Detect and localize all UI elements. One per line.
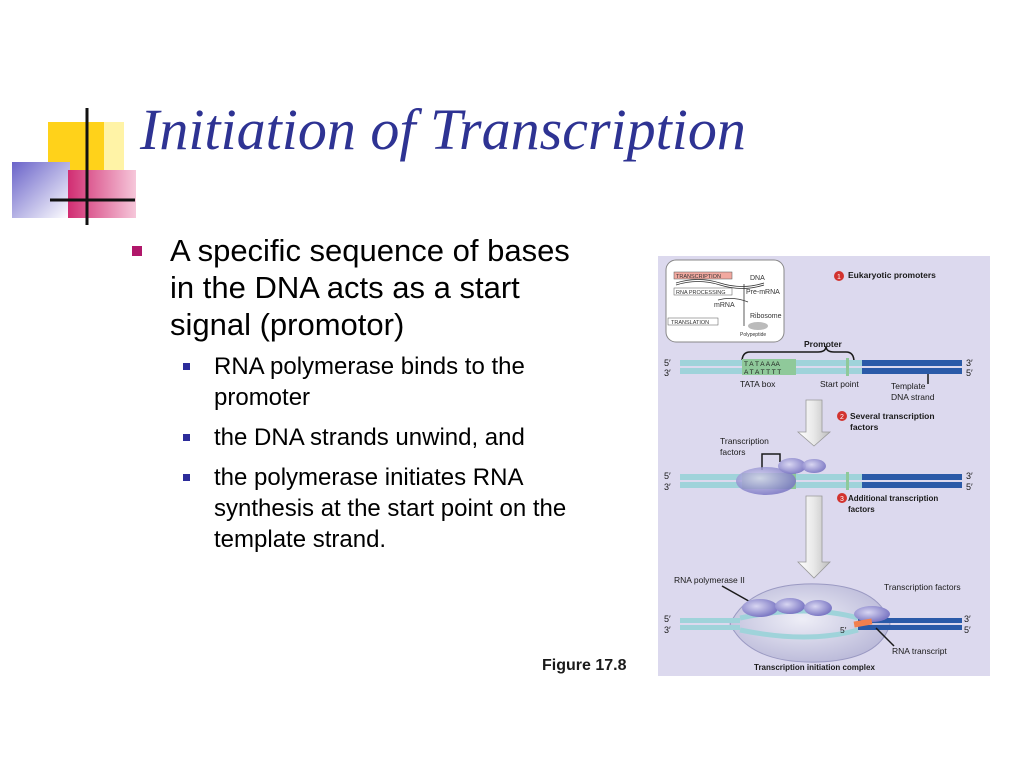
sub-bullet-1: RNA polymerase binds to the promoter bbox=[130, 351, 570, 413]
sub-bullet-2: the DNA strands unwind, and bbox=[130, 422, 570, 453]
tata-box-label: TATA box bbox=[740, 379, 776, 389]
svg-text:3′: 3′ bbox=[664, 368, 671, 378]
overview-dna: DNA bbox=[750, 275, 765, 282]
decorative-corner-graphic bbox=[12, 108, 136, 225]
down-arrow-2 bbox=[797, 495, 831, 579]
step3-label-1: Additional transcription bbox=[848, 494, 938, 503]
start-point-label: Start point bbox=[820, 379, 859, 389]
step2-label-2: factors bbox=[850, 422, 879, 432]
transcription-factor-blob bbox=[736, 467, 796, 495]
initiation-complex bbox=[680, 583, 962, 663]
svg-text:3′: 3′ bbox=[966, 471, 973, 481]
svg-text:3′: 3′ bbox=[964, 614, 971, 624]
step3-label-2: factors bbox=[848, 505, 875, 514]
svg-text:1: 1 bbox=[837, 274, 841, 281]
step1-number-badge bbox=[834, 271, 844, 281]
dna-duplex-1: T A T A A AA A T A T T T T bbox=[680, 358, 962, 376]
down-arrow-1 bbox=[796, 399, 832, 447]
svg-text:2: 2 bbox=[840, 414, 844, 421]
step3-number-badge bbox=[837, 493, 847, 503]
rna-pol-label: RNA polymerase II bbox=[674, 575, 745, 585]
template-label-2: DNA strand bbox=[891, 392, 935, 402]
svg-text:5′: 5′ bbox=[664, 471, 671, 481]
figure-caption: Figure 17.8 bbox=[542, 657, 627, 674]
overview-ribosome: Ribosome bbox=[750, 313, 782, 320]
svg-text:5′: 5′ bbox=[840, 625, 847, 635]
step1-label: Eukaryotic promoters bbox=[848, 270, 936, 280]
overview-inset: TRANSCRIPTION DNA RNA PROCESSING Pre-mRN… bbox=[665, 259, 785, 343]
step2-number-badge bbox=[837, 411, 847, 421]
bullet-list: A specific sequence of bases in the DNA … bbox=[130, 232, 570, 564]
complex-label: Transcription initiation complex bbox=[754, 663, 875, 672]
tata-seq-bottom: A T A T T T T bbox=[744, 369, 781, 376]
svg-text:5′: 5′ bbox=[966, 368, 973, 378]
tf-label-1: Transcription bbox=[720, 436, 769, 446]
svg-text:3′: 3′ bbox=[664, 482, 671, 492]
rna-transcript-strand bbox=[853, 618, 873, 628]
bullet-main: A specific sequence of bases in the DNA … bbox=[130, 232, 570, 343]
overview-transcription: TRANSCRIPTION bbox=[676, 274, 721, 280]
svg-text:5′: 5′ bbox=[664, 614, 671, 624]
overview-polypeptide: Polypeptide bbox=[740, 332, 766, 338]
overview-rna-processing: RNA PROCESSING bbox=[676, 290, 726, 296]
transcription-figure: TRANSCRIPTION DNA RNA PROCESSING Pre-mRN… bbox=[658, 256, 990, 676]
svg-text:3′: 3′ bbox=[966, 358, 973, 368]
rna-transcript-label: RNA transcript bbox=[892, 646, 947, 656]
promoter-label: Promoter bbox=[804, 339, 842, 349]
svg-text:5′: 5′ bbox=[664, 358, 671, 368]
tata-seq-top: T A T A A AA bbox=[744, 361, 780, 368]
tf-label-2: factors bbox=[720, 447, 746, 457]
overview-mrna: mRNA bbox=[714, 302, 735, 309]
template-label-1: Template bbox=[891, 381, 926, 391]
overview-translation: TRANSLATION bbox=[671, 320, 709, 326]
svg-text:5′: 5′ bbox=[964, 625, 971, 635]
sub-bullet-3: the polymerase initiates RNA synthesis a… bbox=[130, 462, 570, 555]
overview-pre-mrna: Pre-mRNA bbox=[746, 289, 780, 296]
step2-label-1: Several transcription bbox=[850, 411, 935, 421]
svg-text:3′: 3′ bbox=[664, 625, 671, 635]
dna-duplex-2 bbox=[680, 458, 962, 495]
tf-label-3: Transcription factors bbox=[884, 582, 961, 592]
promoter-bracket bbox=[741, 345, 855, 363]
slide-title: Initiation of Transcription bbox=[140, 97, 746, 162]
svg-text:3: 3 bbox=[840, 496, 844, 503]
svg-text:5′: 5′ bbox=[966, 482, 973, 492]
